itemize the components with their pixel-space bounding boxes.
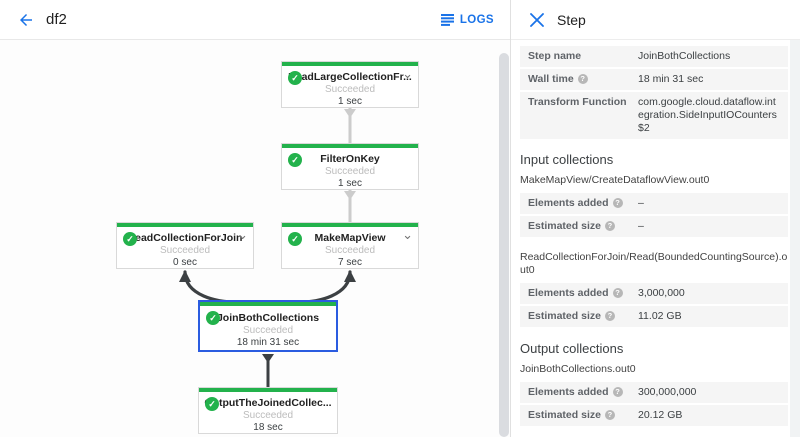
graph-node-joinbothcollections[interactable]: ✓ JoinBothCollections Succeeded 18 min 3…	[198, 300, 338, 352]
job-graph-panel: df2 LOGS	[0, 0, 510, 437]
success-check-icon: ✓	[205, 397, 219, 411]
node-title: OutputTheJoinedCollec...	[204, 397, 332, 409]
logs-button[interactable]: LOGS	[440, 0, 494, 40]
collection-name: MakeMapView/CreateDataflowView.out0	[520, 174, 710, 186]
help-icon[interactable]: ?	[577, 74, 588, 84]
node-title: ReadLargeCollectionFr...	[288, 71, 412, 83]
metric-label: Estimated size?	[528, 310, 638, 323]
node-time: 18 min 31 sec	[236, 337, 300, 348]
metric-value: 11.02 GB	[638, 310, 682, 322]
graph-scrollbar[interactable]	[499, 53, 509, 437]
step-panel-body: Step name JoinBothCollections Wall time?…	[511, 40, 790, 437]
graph-node-readcollectionforjoin[interactable]: ✓ ⌄ ReadCollectionForJoin Succeeded 0 se…	[116, 222, 254, 269]
input-collection-group: ReadCollectionForJoin/Read(BoundedCounti…	[520, 251, 788, 327]
logs-icon	[440, 14, 454, 26]
help-icon[interactable]: ?	[604, 410, 615, 420]
help-icon[interactable]: ?	[612, 387, 623, 397]
detail-row-wall-time: Wall time? 18 min 31 sec	[520, 69, 788, 90]
help-icon[interactable]: ?	[604, 311, 615, 321]
node-time: 7 sec	[338, 257, 362, 268]
metric-row-estimated-size: Estimated size? 11.02 GB	[520, 306, 788, 327]
chevron-down-icon[interactable]: ⌄	[237, 227, 248, 242]
collection-name: JoinBothCollections.out0	[520, 363, 636, 375]
collection-name: ReadCollectionForJoin/Read(BoundedCounti…	[520, 251, 788, 276]
input-collection-group: MakeMapView/CreateDataflowView.out0 Elem…	[520, 174, 788, 237]
status-stripe	[200, 302, 336, 306]
metric-value: 3,000,000	[638, 287, 685, 299]
detail-label: Wall time?	[528, 73, 638, 86]
metric-row-elements-added: Elements added? 300,000,000	[520, 382, 788, 403]
step-panel-header: Step	[511, 0, 800, 40]
metric-label: Elements added?	[528, 287, 638, 300]
detail-row-transform-function: Transform Function com.google.cloud.data…	[520, 92, 788, 139]
success-check-icon: ✓	[288, 232, 302, 246]
logs-label: LOGS	[459, 14, 494, 26]
status-stripe	[282, 223, 418, 227]
success-check-icon: ✓	[206, 311, 220, 325]
panel-scrollbar[interactable]	[790, 40, 800, 437]
node-title: MakeMapView	[314, 232, 386, 244]
success-check-icon: ✓	[123, 232, 137, 246]
chevron-down-icon[interactable]: ⌄	[402, 227, 413, 242]
back-button[interactable]	[14, 8, 38, 32]
node-title: JoinBothCollections	[216, 312, 320, 324]
metric-row-estimated-size: Estimated size? 20.12 GB	[520, 405, 788, 426]
metric-label: Estimated size?	[528, 409, 638, 422]
node-status: Succeeded	[324, 166, 376, 177]
node-time: 0 sec	[173, 257, 197, 268]
output-collection-group: JoinBothCollections.out0 Elements added?…	[520, 363, 788, 426]
graph-node-makemapview[interactable]: ✓ ⌄ MakeMapView Succeeded 7 sec	[281, 222, 419, 269]
detail-value: JoinBothCollections	[638, 50, 731, 62]
node-time: 18 sec	[253, 422, 283, 433]
job-title: df2	[46, 11, 67, 28]
node-title: FilterOnKey	[320, 153, 380, 165]
graph-node-outputthejoined[interactable]: ✓ OutputTheJoinedCollec... Succeeded 18 …	[198, 387, 338, 434]
status-stripe	[282, 144, 418, 148]
metric-value: 300,000,000	[638, 386, 697, 398]
metric-label: Elements added?	[528, 197, 638, 210]
success-check-icon: ✓	[288, 153, 302, 167]
graph-edges	[179, 108, 356, 388]
metric-value: –	[638, 197, 644, 209]
chevron-down-icon[interactable]: ⌄	[402, 66, 413, 81]
metric-value: –	[638, 220, 644, 232]
metric-row-elements-added: Elements added? 3,000,000	[520, 283, 788, 304]
node-status: Succeeded	[324, 245, 376, 256]
step-details-panel: Step Step name JoinBothCollections Wall …	[510, 0, 800, 437]
panel-title: Step	[557, 11, 586, 28]
detail-value: 18 min 31 sec	[638, 73, 704, 85]
node-status: Succeeded	[324, 84, 376, 95]
topbar: df2 LOGS	[0, 0, 510, 40]
node-status: Succeeded	[159, 245, 211, 256]
graph-node-readlargecollection[interactable]: ✓ ⌄ ReadLargeCollectionFr... Succeeded 1…	[281, 61, 419, 108]
graph-canvas[interactable]: ✓ ⌄ ReadLargeCollectionFr... Succeeded 1…	[0, 40, 510, 437]
success-check-icon: ✓	[288, 71, 302, 85]
help-icon[interactable]: ?	[612, 198, 623, 208]
metric-row-elements-added: Elements added? –	[520, 193, 788, 214]
node-status: Succeeded	[242, 410, 294, 421]
detail-row-step-name: Step name JoinBothCollections	[520, 46, 788, 67]
help-icon[interactable]: ?	[612, 288, 623, 298]
status-stripe	[199, 388, 337, 392]
detail-label: Transform Function	[528, 96, 627, 108]
status-stripe	[117, 223, 253, 227]
metric-value: 20.12 GB	[638, 409, 683, 421]
close-button[interactable]	[527, 10, 547, 30]
metric-label: Elements added?	[528, 386, 638, 399]
node-time: 1 sec	[338, 178, 362, 189]
metric-label: Estimated size?	[528, 220, 638, 233]
node-status: Succeeded	[242, 325, 294, 336]
metric-row-estimated-size: Estimated size? –	[520, 216, 788, 237]
node-time: 1 sec	[338, 96, 362, 107]
input-collections-heading: Input collections	[520, 152, 614, 167]
output-collections-heading: Output collections	[520, 341, 624, 356]
detail-value: com.google.cloud.dataflow.integration.Si…	[638, 96, 777, 134]
node-title: ReadCollectionForJoin	[127, 232, 243, 244]
detail-label: Step name	[528, 50, 582, 62]
status-stripe	[282, 62, 418, 66]
help-icon[interactable]: ?	[604, 221, 615, 231]
graph-node-filteronkey[interactable]: ✓ FilterOnKey Succeeded 1 sec	[281, 143, 419, 190]
arrow-left-icon	[20, 13, 32, 26]
close-icon	[530, 12, 544, 27]
